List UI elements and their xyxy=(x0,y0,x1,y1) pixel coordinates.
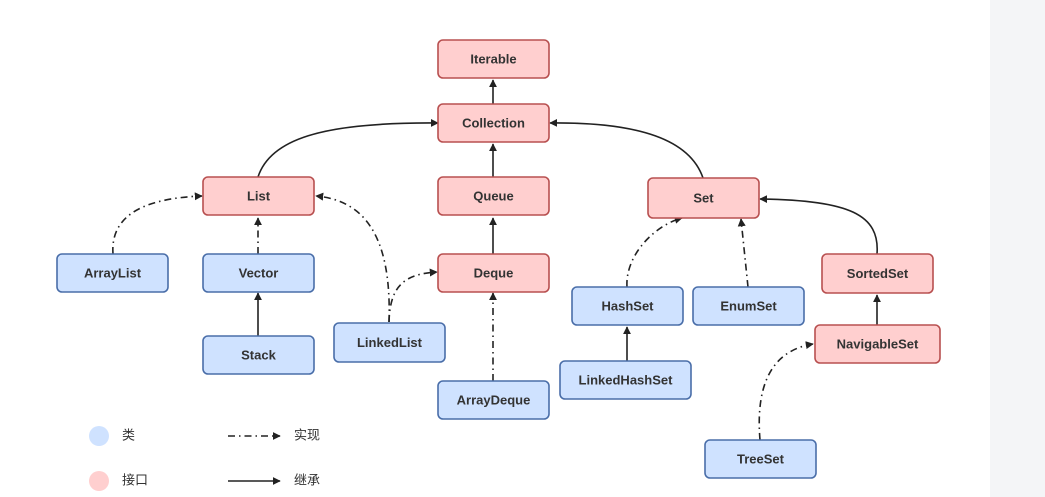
legend-interface-label: 接口 xyxy=(122,473,148,489)
node-queue-label: Queue xyxy=(473,189,513,204)
legend-implements-label: 实现 xyxy=(294,429,320,444)
edge-set-collection xyxy=(549,118,704,179)
node-treeset-label: TreeSet xyxy=(737,452,785,467)
node-vector: Vector xyxy=(202,253,315,293)
node-iterable-label: Iterable xyxy=(470,52,516,67)
edge-arraylist-list xyxy=(112,192,203,255)
node-navigableset: NavigableSet xyxy=(814,324,941,364)
node-sortedset-label: SortedSet xyxy=(847,266,909,281)
node-navigableset-label: NavigableSet xyxy=(837,337,919,352)
node-linkedlist: LinkedList xyxy=(333,322,446,363)
node-sortedset: SortedSet xyxy=(821,253,934,294)
node-stack-label: Stack xyxy=(241,348,276,363)
node-list: List xyxy=(202,176,315,216)
node-deque-label: Deque xyxy=(474,266,514,281)
node-arraydeque-label: ArrayDeque xyxy=(457,393,531,408)
legend-class-label: 类 xyxy=(122,429,135,444)
node-arraylist-label: ArrayList xyxy=(84,266,142,281)
node-treeset: TreeSet xyxy=(704,439,817,479)
edge-enumset-set xyxy=(737,218,749,288)
node-hashset-label: HashSet xyxy=(601,299,654,314)
node-arraylist: ArrayList xyxy=(56,253,169,293)
node-set: Set xyxy=(647,177,760,219)
node-collection-label: Collection xyxy=(462,116,525,131)
legend-extends-label: 继承 xyxy=(294,474,320,489)
node-linkedhashset: LinkedHashSet xyxy=(559,360,692,400)
node-deque: Deque xyxy=(437,253,550,293)
edge-sortedset-set xyxy=(759,195,878,255)
node-hashset: HashSet xyxy=(571,286,684,326)
node-linkedhashset-label: LinkedHashSet xyxy=(579,373,674,388)
node-stack: Stack xyxy=(202,335,315,375)
edge-linkedlist-list xyxy=(315,192,390,323)
edge-hashset-set xyxy=(626,215,683,288)
legend-class-swatch xyxy=(89,426,109,446)
node-linkedlist-label: LinkedList xyxy=(357,335,423,350)
node-list-label: List xyxy=(247,189,271,204)
node-enumset-label: EnumSet xyxy=(720,299,777,314)
node-queue: Queue xyxy=(437,176,550,216)
node-iterable: Iterable xyxy=(437,39,550,79)
edge-linkedlist-deque xyxy=(388,268,438,323)
node-arraydeque: ArrayDeque xyxy=(437,380,550,420)
edge-list-collection xyxy=(257,118,439,178)
legend-interface-swatch xyxy=(89,471,109,491)
node-enumset: EnumSet xyxy=(692,286,805,326)
node-vector-label: Vector xyxy=(239,266,279,281)
node-collection: Collection xyxy=(437,103,550,143)
edge-treeset-navigableset xyxy=(758,341,814,441)
collection-hierarchy-diagram: Iterable Collection List Queue Set Deque… xyxy=(56,39,941,491)
node-set-label: Set xyxy=(693,191,714,206)
legend: 类 接口 实现 继承 xyxy=(89,426,320,491)
side-panel xyxy=(990,0,1045,497)
